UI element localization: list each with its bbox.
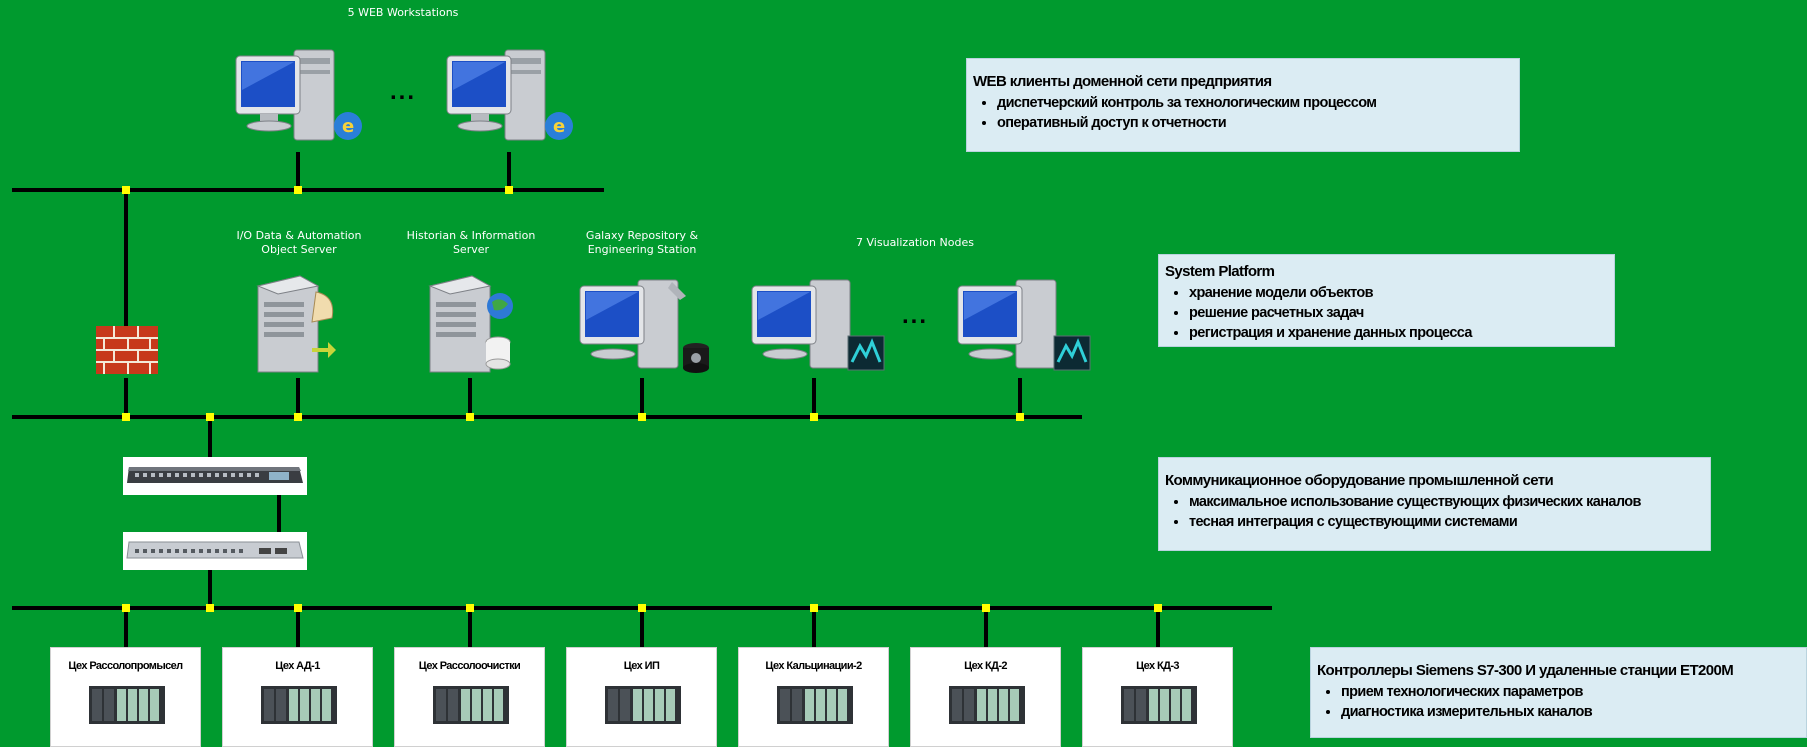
info-item: хранение модели объектов: [1189, 283, 1606, 303]
web-workstation-icon[interactable]: e: [232, 46, 372, 146]
info-item: оперативный доступ к отчетности: [997, 113, 1511, 133]
plc-rack-icon: [777, 686, 853, 724]
bus-node: [810, 413, 818, 421]
bus-node: [206, 604, 214, 612]
visualization-node-icon[interactable]: [748, 276, 888, 376]
system-platform-info-box: System Platform хранение модели объектов…: [1158, 254, 1615, 347]
bus-node: [982, 604, 990, 612]
info-item: максимальное использование существующих …: [1189, 492, 1702, 512]
workshop-box[interactable]: Цех ИП: [566, 647, 717, 747]
network-switch-icon[interactable]: [123, 457, 307, 495]
visualization-nodes-label: 7 Visualization Nodes: [856, 236, 974, 249]
bus-node: [1016, 413, 1024, 421]
visualization-node-icon[interactable]: [954, 276, 1094, 376]
bus-node: [638, 604, 646, 612]
info-title: WEB клиенты доменной сети предприятия: [973, 73, 1272, 90]
network-switch-icon[interactable]: [123, 532, 307, 570]
communication-info-box: Коммуникационное оборудование промышленн…: [1158, 457, 1711, 551]
workshop-name: Цех КД-3: [1136, 660, 1179, 672]
historian-server-icon[interactable]: [420, 272, 520, 377]
bus-node: [505, 186, 513, 194]
info-item: тесная интеграция с существующими систем…: [1189, 512, 1702, 532]
info-item: прием технологических параметров: [1341, 682, 1798, 702]
workshop-box[interactable]: Цех КД-2: [910, 647, 1061, 747]
galaxy-repository-icon[interactable]: [576, 276, 716, 376]
bus-node: [1154, 604, 1162, 612]
bus-node: [122, 186, 130, 194]
bus-node: [206, 413, 214, 421]
workshop-box[interactable]: Цех Рассолопромысел: [50, 647, 201, 747]
bus-node: [122, 604, 130, 612]
info-item: диагностика измерительных каналов: [1341, 702, 1798, 722]
info-title: Коммуникационное оборудование промышленн…: [1165, 472, 1554, 489]
io-server-label: I/O Data & Automation Object Server: [236, 229, 362, 256]
workshop-box[interactable]: Цех Кальцинации-2: [738, 647, 889, 747]
io-server-icon[interactable]: [248, 272, 348, 377]
bus-node: [810, 604, 818, 612]
galaxy-repository-label: Galaxy Repository & Engineering Station: [585, 229, 699, 256]
web-workstations-label: 5 WEB Workstations: [347, 6, 459, 19]
info-item: решение расчетных задач: [1189, 303, 1606, 323]
bus-node: [122, 413, 130, 421]
visualization-ellipsis: ...: [902, 302, 929, 329]
firewall-icon: [96, 326, 158, 374]
bus-node: [466, 604, 474, 612]
web-workstation-icon[interactable]: e: [443, 46, 583, 146]
info-item: регистрация и хранение данных процесса: [1189, 323, 1606, 343]
workshop-name: Цех ИП: [623, 660, 660, 672]
workshop-name: Цех АД-1: [275, 660, 320, 672]
workshop-box[interactable]: Цех Рассолоочистки: [394, 647, 545, 747]
workshop-name: Цех Кальцинации-2: [765, 660, 862, 672]
bus-node: [294, 604, 302, 612]
plc-rack-icon: [1121, 686, 1197, 724]
bus-node: [294, 413, 302, 421]
plc-rack-icon: [433, 686, 509, 724]
bus-node: [294, 186, 302, 194]
plc-rack-icon: [261, 686, 337, 724]
svg-text:e: e: [342, 116, 354, 137]
workshop-name: Цех КД-2: [964, 660, 1007, 672]
svg-text:e: e: [553, 116, 565, 137]
plc-rack-icon: [949, 686, 1025, 724]
plc-rack-icon: [605, 686, 681, 724]
info-title: System Platform: [1165, 263, 1275, 280]
bus-node: [466, 413, 474, 421]
controllers-info-box: Контроллеры Siemens S7-300 И удаленные с…: [1310, 647, 1807, 738]
bus-node: [638, 413, 646, 421]
workshop-box[interactable]: Цех АД-1: [222, 647, 373, 747]
workshop-name: Цех Рассолоочистки: [418, 660, 521, 672]
web-ellipsis: ...: [390, 78, 417, 105]
info-item: диспетчерский контроль за технологически…: [997, 93, 1511, 113]
historian-server-label: Historian & Information Server: [406, 229, 536, 256]
info-title: Контроллеры Siemens S7-300 И удаленные с…: [1317, 662, 1734, 679]
workshop-box[interactable]: Цех КД-3: [1082, 647, 1233, 747]
web-clients-info-box: WEB клиенты доменной сети предприятия ди…: [966, 58, 1520, 152]
workshop-name: Цех Рассолопромысел: [68, 660, 183, 672]
plc-rack-icon: [89, 686, 165, 724]
